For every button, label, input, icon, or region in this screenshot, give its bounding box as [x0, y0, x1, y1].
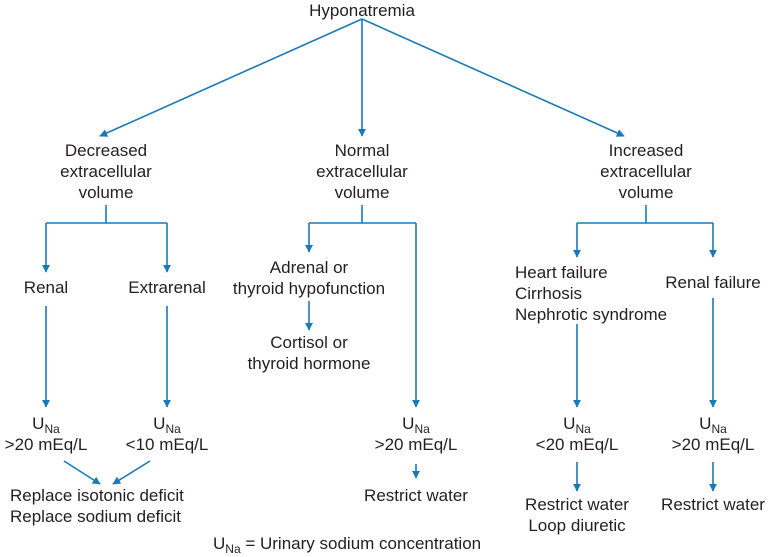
una-label: UNa	[153, 414, 181, 436]
treatment-line: Restrict water	[525, 495, 629, 514]
label-line: Decreased	[64, 141, 148, 160]
node-extrarenal: Extrarenal	[128, 277, 205, 298]
node-decreased-volume: Decreased extracellular volume	[60, 140, 152, 203]
condition-line: Cirrhosis	[515, 284, 583, 303]
edge-renal-una-to-treatment	[63, 460, 101, 485]
node-renal-failure-treatment: Restrict water	[661, 494, 765, 515]
una-label: UNa	[402, 414, 430, 436]
label-line: Increased	[608, 141, 684, 160]
node-normal-volume: Normal extracellular volume	[316, 140, 408, 203]
label-line: thyroid hypofunction	[232, 279, 386, 298]
treatment-line: Loop diuretic	[528, 516, 626, 535]
node-renal-failure-una: UNa >20 mEq/L	[672, 413, 755, 455]
edge-root-to-increased	[361, 18, 625, 137]
legend-symbol: U	[213, 534, 226, 553]
node-increased-volume: Increased extracellular volume	[600, 140, 692, 203]
node-renal-una: UNa >20 mEq/L	[5, 413, 88, 455]
una-label: UNa	[32, 414, 60, 436]
condition-line: Nephrotic syndrome	[515, 305, 668, 324]
edge-root-to-decreased	[99, 18, 363, 137]
una-value: >20 mEq/L	[671, 435, 755, 454]
node-decreased-treatment: Replace isotonic deficit Replace sodium …	[10, 485, 184, 527]
legend: UNa = Urinary sodium concentration	[213, 533, 482, 556]
label-line: Renal failure	[665, 273, 761, 292]
node-heart-cirrhosis-nephrotic: Heart failure Cirrhosis Nephrotic syndro…	[515, 262, 667, 325]
node-normal-una: UNa >20 mEq/L	[375, 413, 458, 455]
node-cortisol-thyroid-hormone: Cortisol or thyroid hormone	[248, 332, 371, 374]
una-value: >20 mEq/L	[374, 435, 458, 454]
node-adrenal-thyroid: Adrenal or thyroid hypofunction	[233, 257, 385, 299]
label-line: extracellular	[60, 162, 152, 181]
label-line: volume	[78, 183, 134, 202]
treatment-line: Replace isotonic deficit	[10, 486, 184, 505]
una-label: UNa	[699, 414, 727, 436]
label-line: thyroid hormone	[247, 354, 371, 373]
edge-extrarenal-una-to-treatment	[112, 460, 151, 485]
label-line: Cortisol or	[270, 333, 348, 352]
label-line: extracellular	[316, 162, 408, 181]
una-value: <10 mEq/L	[125, 435, 209, 454]
treatment-line: Restrict water	[661, 495, 765, 514]
una-label: UNa	[563, 414, 591, 436]
label-line: Adrenal or	[269, 258, 349, 277]
legend-subscript: Na	[225, 542, 241, 556]
label-line: Renal	[23, 278, 69, 297]
label-line: Normal	[334, 141, 390, 160]
node-extrarenal-una: UNa <10 mEq/L	[126, 413, 209, 455]
node-renal-failure: Renal failure	[665, 272, 760, 293]
una-value: <20 mEq/L	[535, 435, 619, 454]
condition-line: Heart failure	[515, 263, 608, 282]
root-node-hyponatremia: Hyponatremia	[309, 0, 415, 21]
treatment-line: Restrict water	[364, 486, 468, 505]
label-line: volume	[618, 183, 674, 202]
treatment-line: Replace sodium deficit	[10, 507, 182, 526]
node-conditions-treatment: Restrict water Loop diuretic	[525, 494, 629, 536]
root-label: Hyponatremia	[309, 1, 415, 20]
node-conditions-una: UNa <20 mEq/L	[536, 413, 619, 455]
una-value: >20 mEq/L	[4, 435, 88, 454]
label-line: Extrarenal	[128, 278, 206, 297]
label-line: volume	[334, 183, 390, 202]
node-renal: Renal	[24, 277, 68, 298]
node-normal-treatment: Restrict water	[364, 485, 468, 506]
label-line: extracellular	[600, 162, 692, 181]
legend-text: = Urinary sodium concentration	[240, 534, 482, 553]
